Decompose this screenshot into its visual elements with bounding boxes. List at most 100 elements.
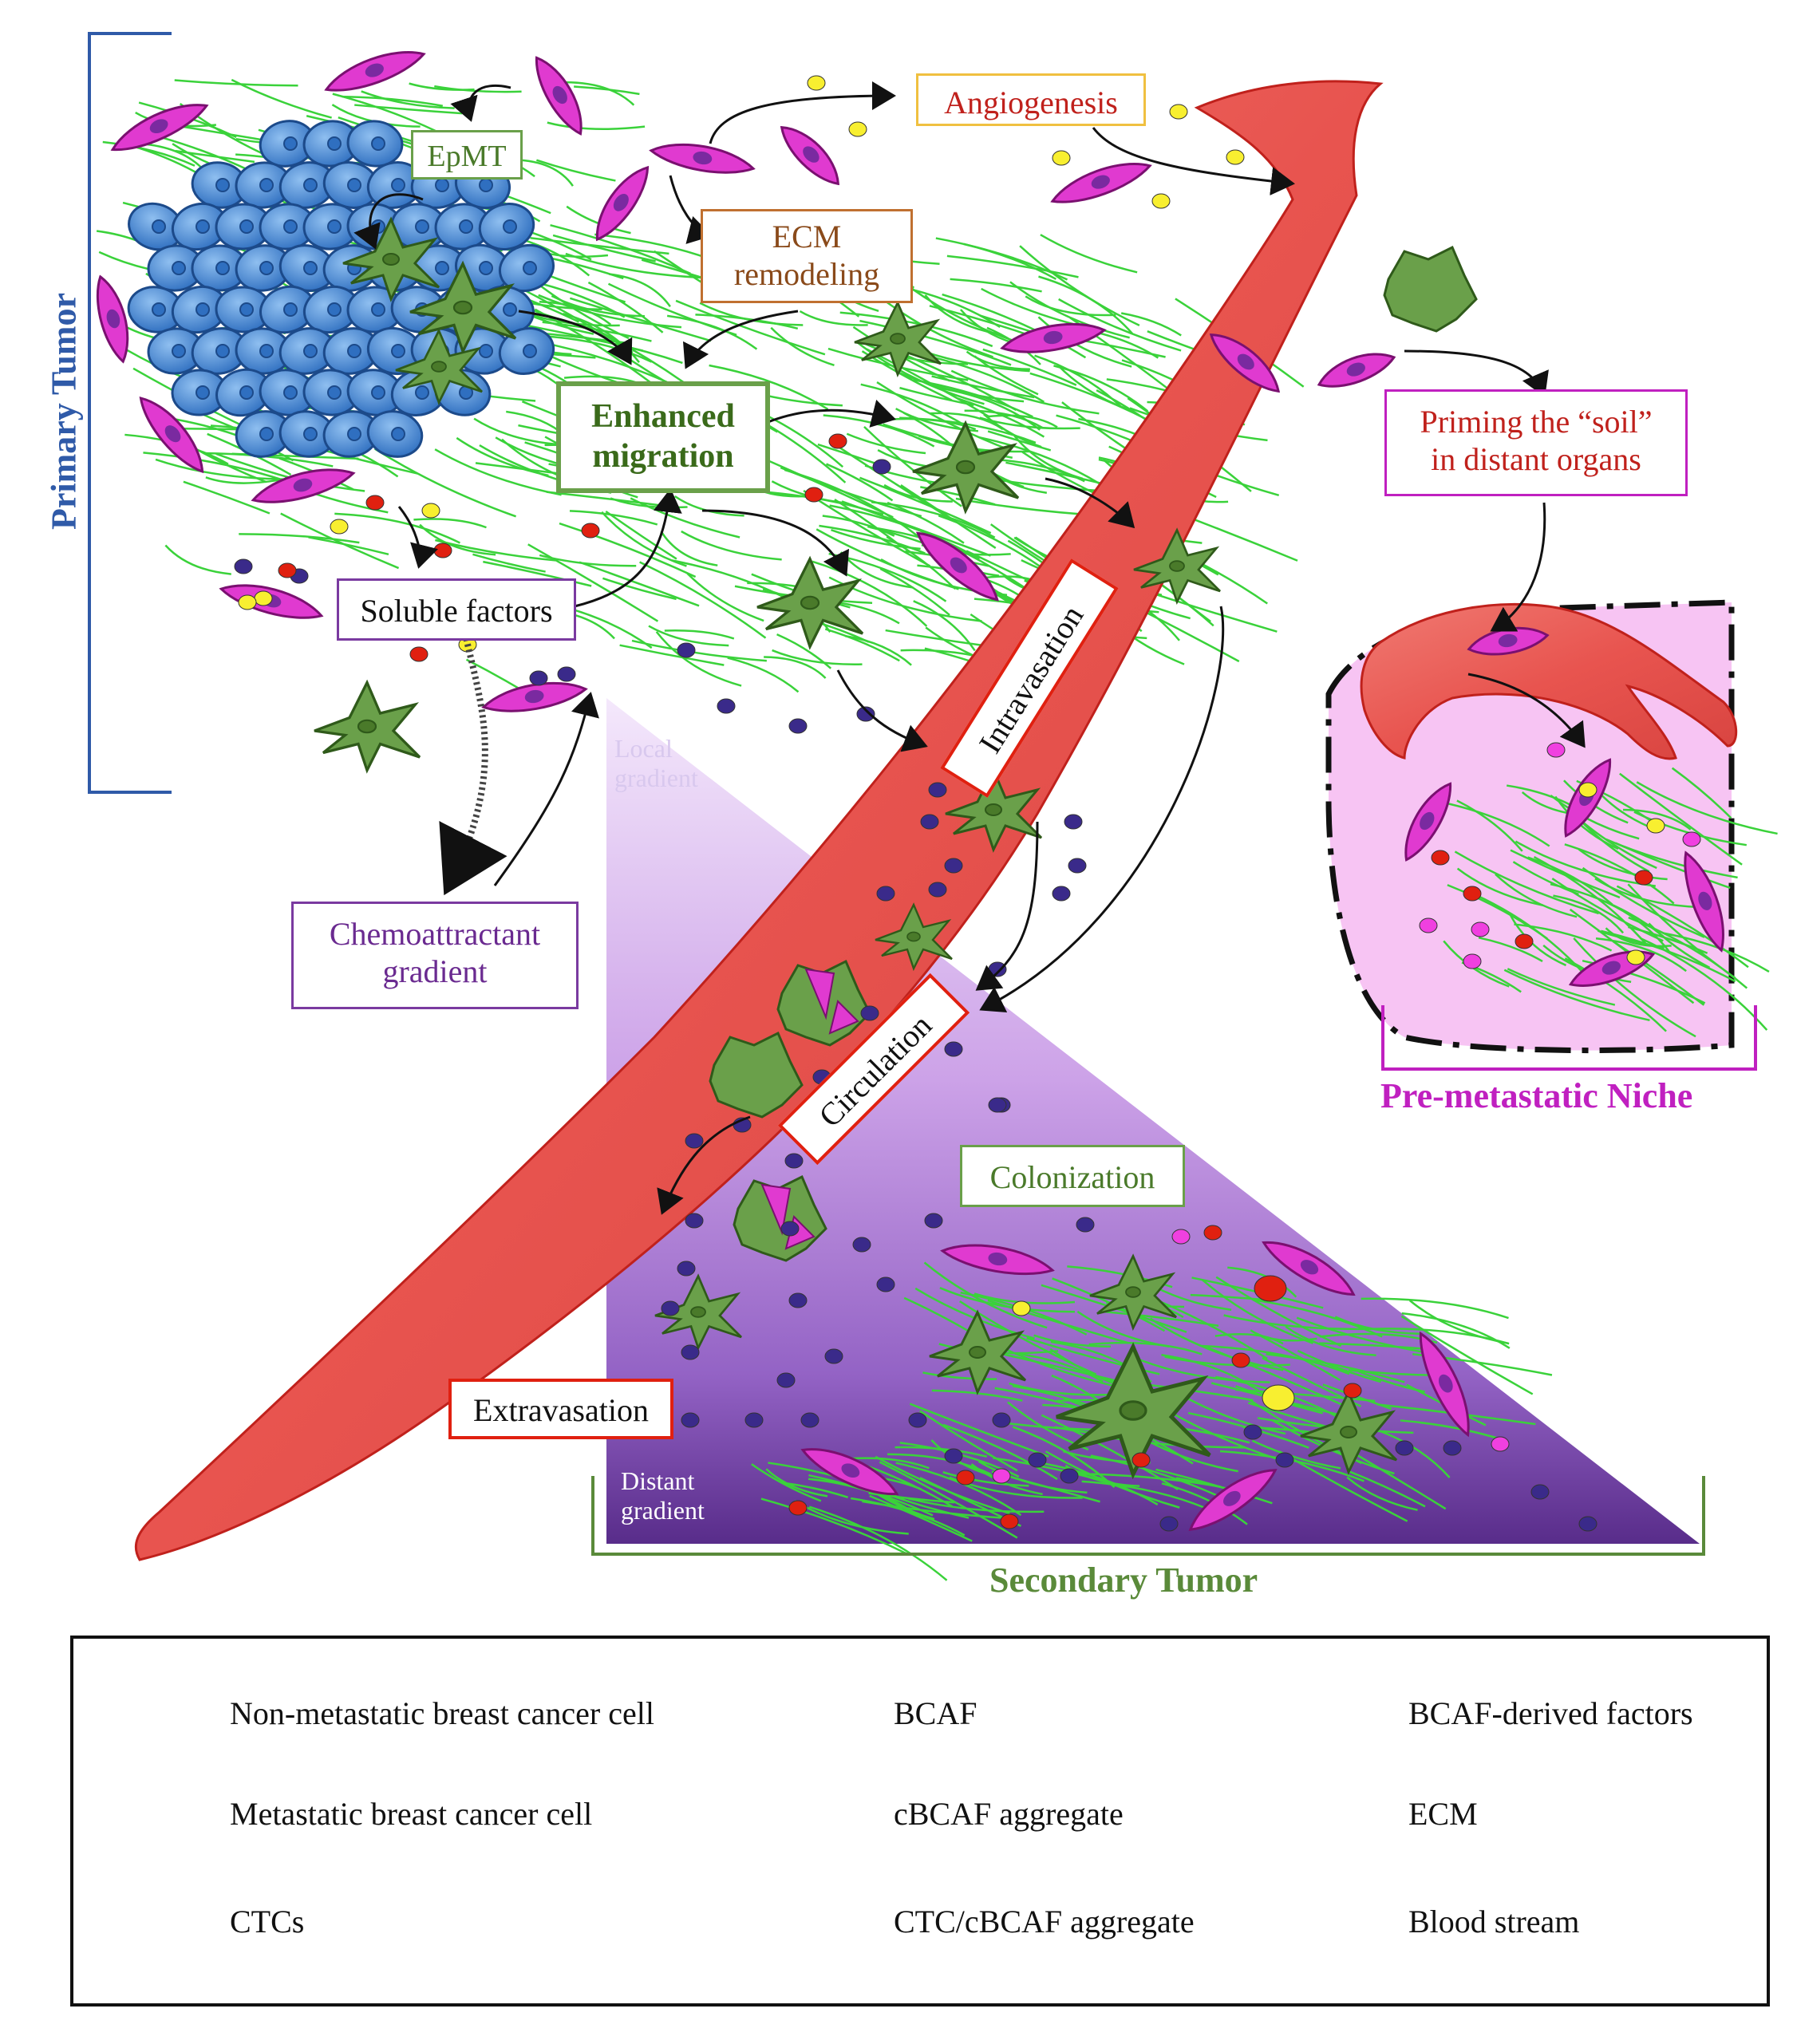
ecm-fiber xyxy=(760,1497,909,1556)
factor-dot xyxy=(1028,1452,1047,1468)
factor-dot xyxy=(1012,1300,1031,1316)
factor-dot xyxy=(1463,953,1482,969)
ecm-fiber xyxy=(542,321,652,342)
ecm-fiber xyxy=(935,237,1068,281)
distant-gradient-line-2: gradient xyxy=(621,1495,705,1525)
bcaf-cell xyxy=(139,397,204,474)
factor-dot xyxy=(409,646,429,662)
ecm-fiber xyxy=(799,310,868,326)
ecm-fiber xyxy=(895,370,1025,403)
bcaf-cell xyxy=(940,1244,1055,1276)
ecm-fiber xyxy=(456,436,549,477)
factor-dot xyxy=(1491,1436,1510,1452)
enhanced-migration-label: Enhanced migration xyxy=(556,381,770,493)
ecm-fiber xyxy=(964,409,1044,429)
factor-dot xyxy=(1064,814,1083,830)
ecm-fiber xyxy=(1164,1355,1290,1367)
metastatic-cell xyxy=(1089,1253,1177,1332)
ecm-fiber xyxy=(887,1453,992,1475)
ecm-fiber xyxy=(1578,848,1668,881)
bcaf-cell xyxy=(535,56,583,136)
ecm-fiber xyxy=(686,572,764,622)
ecm-fiber xyxy=(174,79,298,87)
ecm-fiber xyxy=(899,386,974,407)
non-metastatic-cell xyxy=(259,203,316,251)
factor-dot xyxy=(685,1213,704,1229)
ecm-fiber xyxy=(838,602,900,625)
factor-dot xyxy=(944,1041,963,1057)
ecm-fiber xyxy=(538,294,682,329)
factor-dot xyxy=(1419,917,1438,933)
non-metastatic-cell xyxy=(322,410,380,458)
factor-dot xyxy=(1463,886,1482,902)
ecm-fiber xyxy=(887,501,965,544)
chemoattractant-return-arrow xyxy=(493,692,599,886)
ecm-fiber xyxy=(859,319,1012,366)
factor-dot xyxy=(1431,850,1450,866)
factor-dot xyxy=(581,523,600,539)
factor-dot xyxy=(529,670,548,686)
ecm-fiber xyxy=(1041,1414,1179,1491)
factor-dot xyxy=(1231,1352,1250,1368)
ecm-fiber xyxy=(1038,275,1134,335)
factor-dot xyxy=(856,706,875,722)
metastatic-cell xyxy=(314,679,421,774)
factor-dot xyxy=(681,1412,700,1428)
ecm-fiber xyxy=(963,243,1057,280)
factor-dot xyxy=(804,487,823,503)
non-metastatic-cell xyxy=(366,161,424,209)
ecm-fiber xyxy=(1319,1342,1429,1351)
ecm-fiber xyxy=(1149,1317,1284,1371)
non-metastatic-cell xyxy=(191,161,248,209)
ecm-fiber xyxy=(550,223,691,275)
ecm-fiber xyxy=(931,1389,1023,1402)
ecm-fiber xyxy=(1527,856,1613,906)
factor-dot xyxy=(1443,1440,1462,1456)
factor-dot xyxy=(421,503,440,519)
ecm-fiber xyxy=(826,463,894,502)
factor-dot xyxy=(1530,1484,1550,1500)
bcaf-cell xyxy=(1419,1331,1470,1438)
ecm-fiber xyxy=(547,121,646,130)
ecm-fiber xyxy=(1215,1276,1342,1348)
non-metastatic-cell xyxy=(346,369,404,416)
ecm-fiber xyxy=(1550,794,1640,840)
legend-blood-stream-label: Blood stream xyxy=(1408,1904,1580,1939)
factor-dot xyxy=(1515,933,1534,949)
non-metastatic-cell xyxy=(191,327,248,375)
ecm-fiber xyxy=(1025,295,1116,317)
legend-bcaf-label: BCAF xyxy=(894,1695,977,1731)
ecm-fiber xyxy=(1623,808,1692,831)
non-metastatic-cell xyxy=(478,203,535,251)
ecm-fiber xyxy=(1671,767,1732,819)
ecm-fiber xyxy=(765,1468,828,1497)
ecm-fiber xyxy=(1132,1356,1270,1383)
metastatic-cell xyxy=(654,1273,742,1351)
ecm-fiber xyxy=(1564,957,1667,1032)
bcaf-cell xyxy=(780,126,839,186)
ecm-fiber xyxy=(863,425,962,507)
ecm-fiber xyxy=(655,631,742,687)
ecm-fiber xyxy=(587,281,664,333)
factor-dot xyxy=(1159,1516,1179,1532)
ecm-fiber xyxy=(907,1497,1045,1513)
ecm-fiber xyxy=(143,452,293,484)
ecm-fiber xyxy=(1266,1352,1405,1383)
factor-dot xyxy=(1226,149,1245,165)
ecm-fiber xyxy=(342,95,444,107)
ecm-fiber xyxy=(1296,1316,1425,1354)
ecm-fiber xyxy=(899,416,1037,444)
ecm-fiber xyxy=(919,1410,1018,1472)
bcaf-cell xyxy=(800,1448,899,1496)
factor-dot xyxy=(860,1005,879,1021)
ecm-fiber xyxy=(923,1261,1048,1329)
factor-dot xyxy=(852,1237,871,1253)
ecm-fiber xyxy=(1456,867,1543,907)
ecm-fiber xyxy=(1478,937,1543,963)
factor-dot xyxy=(876,1277,895,1292)
ecm-fiber xyxy=(564,81,635,106)
ecm-fiber xyxy=(819,524,926,554)
ecm-fiber xyxy=(871,501,996,539)
ecm-fiber xyxy=(409,82,475,91)
